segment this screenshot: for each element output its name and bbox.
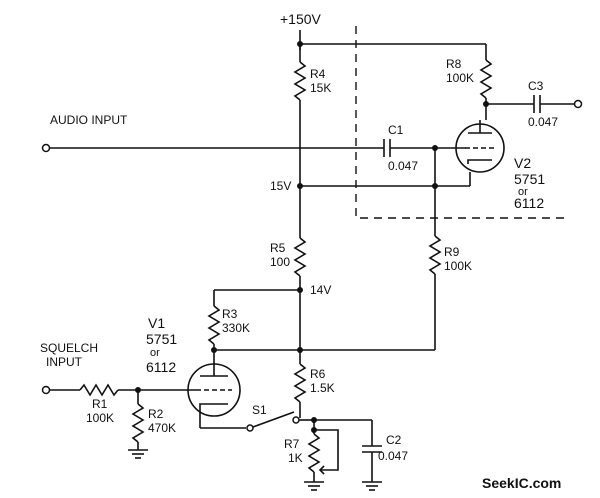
c2-name: C2 bbox=[386, 433, 402, 447]
c2-value: 0.047 bbox=[378, 449, 408, 463]
r4-value: 15K bbox=[310, 81, 331, 95]
squelch-input-terminal bbox=[41, 385, 51, 395]
v2-type2: 6112 bbox=[514, 195, 544, 211]
v1-type1: 5751 bbox=[146, 331, 177, 347]
r4-name: R4 bbox=[310, 67, 326, 81]
r8-resistor bbox=[479, 59, 493, 120]
r7-name: R7 bbox=[284, 437, 300, 451]
node-15v-wires bbox=[300, 172, 471, 189]
c1-name: C1 bbox=[388, 123, 404, 137]
v1-name: V1 bbox=[148, 315, 165, 331]
r2-resistor bbox=[131, 390, 145, 450]
r5-value: 100 bbox=[270, 255, 290, 269]
r7-value: 1K bbox=[288, 451, 303, 465]
c3-name: C3 bbox=[528, 79, 544, 93]
r6-name: R6 bbox=[310, 367, 326, 381]
r1-value: 100K bbox=[86, 411, 114, 425]
c1-capacitor bbox=[50, 139, 466, 157]
audio-input-label: AUDIO INPUT bbox=[50, 113, 128, 127]
v2-name: V2 bbox=[514, 155, 531, 171]
r5-resistor bbox=[293, 186, 307, 290]
r2-value: 470K bbox=[148, 421, 176, 435]
r2-ground-icon bbox=[128, 449, 148, 459]
r9-value: 100K bbox=[444, 259, 472, 273]
v1-plate-wires bbox=[211, 290, 435, 353]
watermark: SeekIC.com bbox=[482, 475, 561, 491]
squelch-label-2: INPUT bbox=[46, 355, 83, 369]
r6-value: 1.5K bbox=[310, 381, 335, 395]
r1-name: R1 bbox=[92, 397, 108, 411]
audio-input-terminal bbox=[41, 143, 51, 153]
c2-ground-icon bbox=[362, 481, 382, 491]
r9-resistor bbox=[428, 148, 442, 350]
v1-type2: 6112 bbox=[146, 359, 176, 375]
supply-rail bbox=[297, 30, 487, 60]
v2-type1: 5751 bbox=[514, 171, 545, 187]
c3-capacitor bbox=[486, 95, 574, 113]
r8-name: R8 bbox=[446, 57, 462, 71]
r3-name: R3 bbox=[222, 307, 238, 321]
v1-tube bbox=[187, 363, 241, 417]
r7-ground-icon bbox=[304, 481, 324, 491]
v2-or: or bbox=[518, 186, 528, 198]
r6-resistor bbox=[293, 350, 307, 418]
r2-name: R2 bbox=[148, 407, 164, 421]
r9-name: R9 bbox=[444, 245, 460, 259]
r1-resistor bbox=[50, 383, 196, 397]
s1-name: S1 bbox=[252, 403, 267, 417]
r3-value: 330K bbox=[222, 321, 250, 335]
squelch-label-1: SQUELCH bbox=[40, 341, 98, 355]
r7-c2-network bbox=[299, 417, 373, 446]
node-15v-label: 15V bbox=[270, 179, 291, 193]
node-14v-label: 14V bbox=[310, 283, 331, 297]
c2-capacitor bbox=[362, 445, 382, 482]
output-terminal bbox=[573, 99, 583, 109]
supply-label: +150V bbox=[280, 11, 322, 27]
r5-name: R5 bbox=[270, 241, 286, 255]
v1-cathode-wire bbox=[199, 408, 254, 432]
v2-shield-outline bbox=[355, 26, 570, 219]
c3-value: 0.047 bbox=[528, 115, 558, 129]
v1-or: or bbox=[150, 347, 160, 359]
c1-value: 0.047 bbox=[388, 159, 418, 173]
r4-resistor bbox=[293, 44, 307, 186]
r7-resistor bbox=[307, 429, 339, 482]
v2-tube bbox=[455, 120, 505, 173]
r8-value: 100K bbox=[446, 71, 474, 85]
